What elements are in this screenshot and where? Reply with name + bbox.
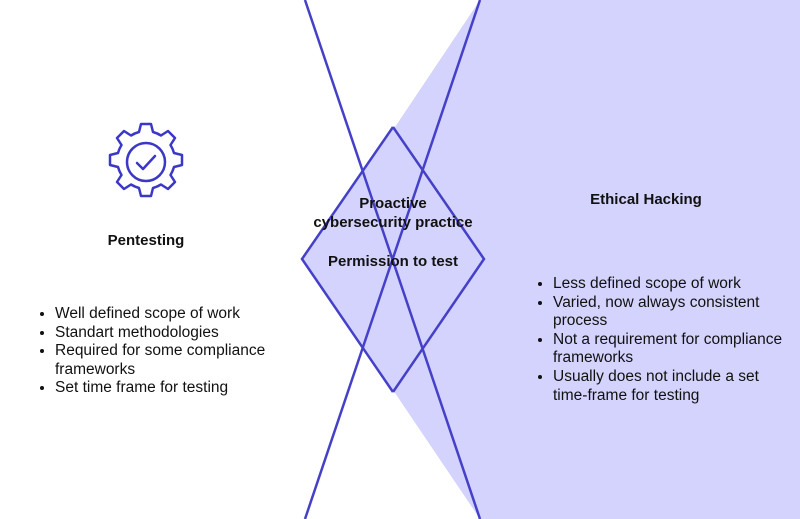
list-item: Standart methodologies bbox=[55, 324, 295, 343]
ethical-hacking-region bbox=[393, 0, 800, 519]
ethical-hacking-list: Less defined scope of work Varied, now a… bbox=[533, 275, 783, 405]
list-item: Set time frame for testing bbox=[55, 379, 295, 398]
list-item: Varied, now always consistent process bbox=[553, 294, 783, 331]
diamond-right-edges bbox=[391, 126, 486, 393]
overlap-label-practice: Proactive cybersecurity practice bbox=[313, 195, 473, 231]
list-item: Less defined scope of work bbox=[553, 275, 783, 294]
diagonal-line-b bbox=[303, 0, 482, 519]
list-item: Not a requirement for compliance framewo… bbox=[553, 331, 783, 368]
gear-check-icon bbox=[108, 122, 184, 198]
ethical-hacking-title: Ethical Hacking bbox=[590, 191, 702, 208]
overlap-text: Proactive cybersecurity practice Permiss… bbox=[313, 194, 473, 271]
list-item: Well defined scope of work bbox=[55, 305, 295, 324]
pentesting-list: Well defined scope of work Standart meth… bbox=[35, 305, 295, 398]
overlap-label-permission: Permission to test bbox=[327, 253, 459, 270]
diamond-left-edges bbox=[300, 126, 395, 393]
list-item: Required for some compliance frameworks bbox=[55, 342, 295, 379]
list-item: Usually does not include a set time-fram… bbox=[553, 368, 783, 405]
pentesting-title: Pentesting bbox=[107, 232, 185, 249]
